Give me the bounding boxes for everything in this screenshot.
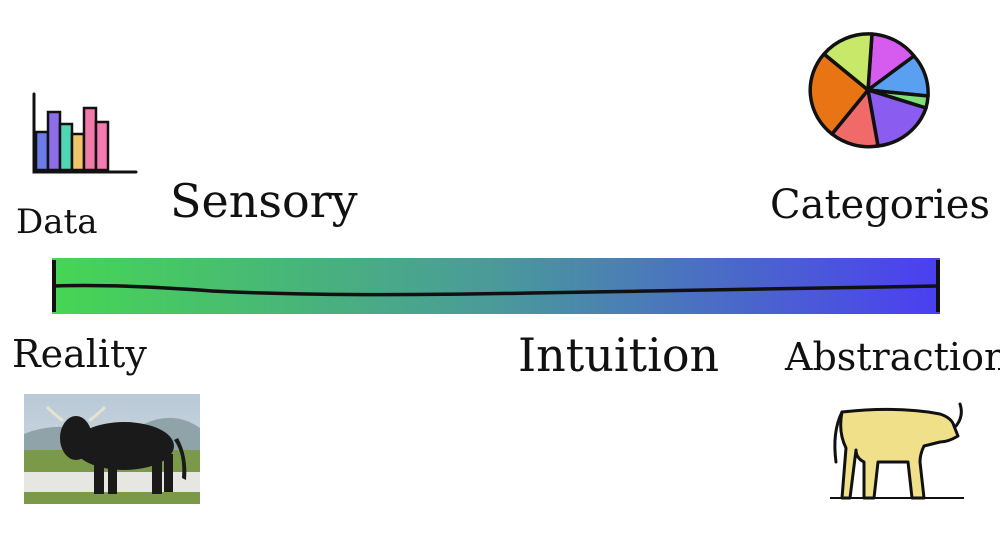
pie-chart-icon — [808, 32, 930, 149]
spectrum-gradient-bar — [52, 258, 940, 314]
label-intuition: Intuition — [518, 328, 720, 382]
bar-chart-icon — [32, 92, 138, 174]
spectrum-axis-line — [52, 260, 940, 312]
label-categories: Categories — [770, 182, 990, 228]
bull-photo — [24, 394, 200, 504]
label-reality: Reality — [12, 332, 147, 376]
label-sensory: Sensory — [170, 174, 358, 228]
label-abstraction: Abstraction — [785, 335, 1000, 379]
cave-drawing-bull-icon — [830, 402, 964, 500]
label-data: Data — [16, 202, 98, 242]
